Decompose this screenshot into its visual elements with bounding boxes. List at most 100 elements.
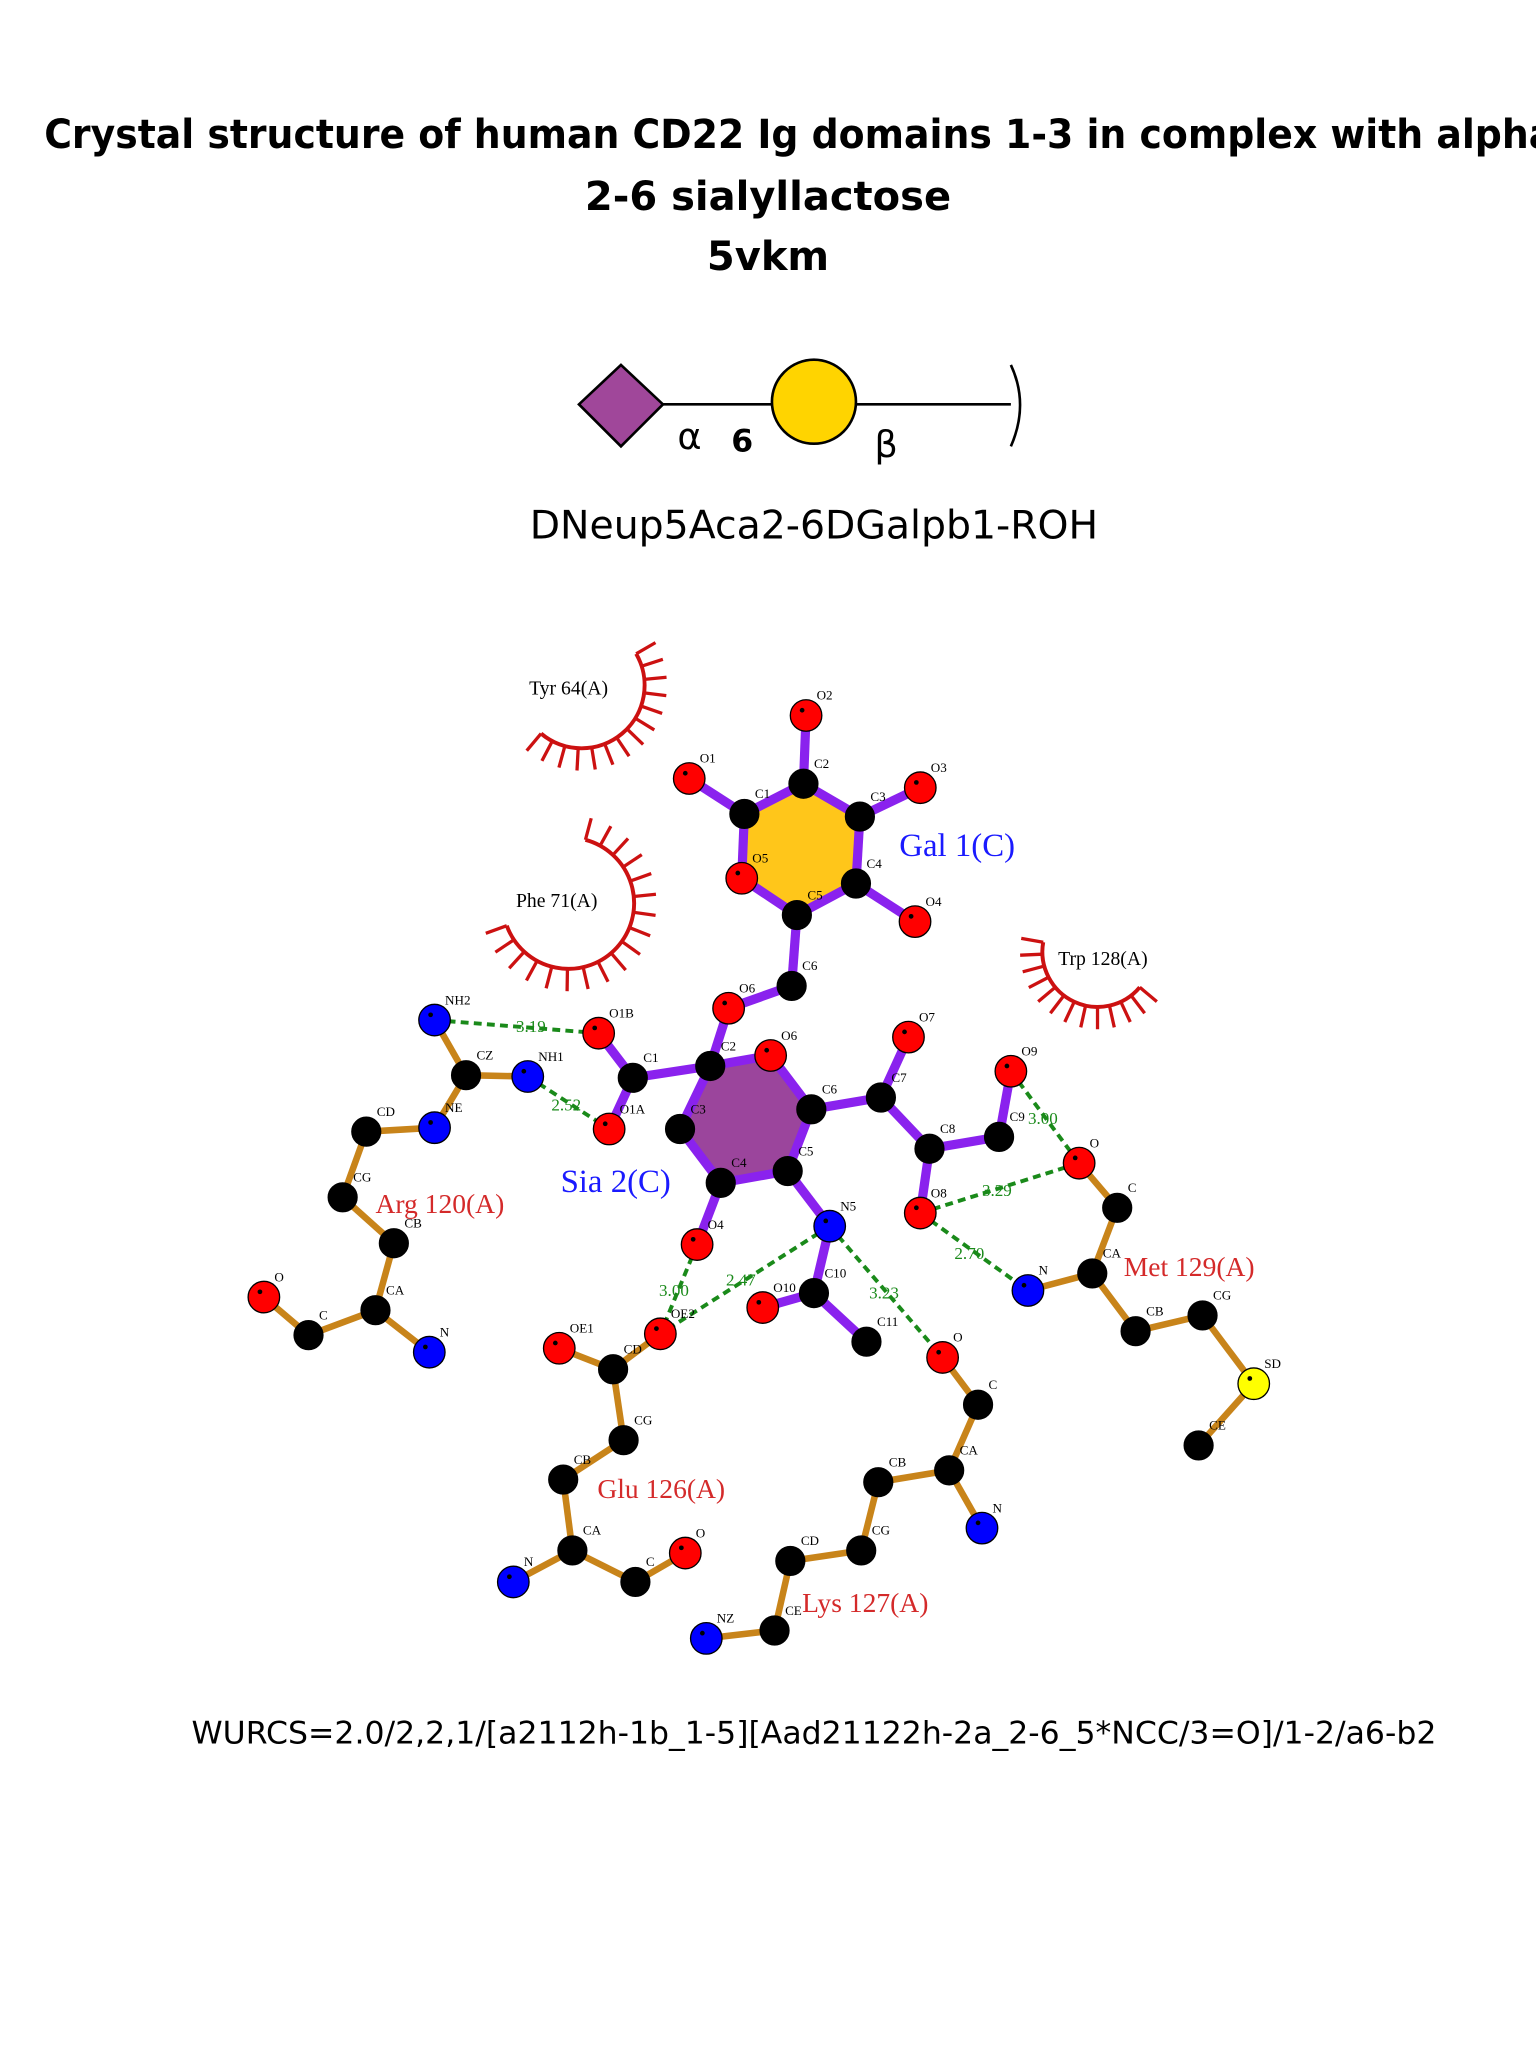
- atom-highlight: [913, 780, 919, 785]
- atom-label: O: [274, 1269, 283, 1284]
- atom-label: CD: [624, 1342, 642, 1357]
- atom-highlight: [606, 1361, 612, 1367]
- atom-highlight: [387, 1235, 393, 1241]
- atom-highlight: [1196, 1307, 1201, 1313]
- atom-highlight: [459, 1067, 465, 1073]
- atom-o6: [754, 1039, 788, 1072]
- atom-ce: [1183, 1430, 1214, 1461]
- atom-c6: [796, 1094, 827, 1125]
- atom-o10: [746, 1291, 780, 1324]
- atom-label: CG: [1213, 1288, 1232, 1303]
- atom-highlight: [359, 1124, 365, 1129]
- hydrogen-bond: [659, 1224, 831, 1336]
- atom-highlight: [1085, 1265, 1091, 1271]
- atom-label: C1: [643, 1050, 658, 1065]
- residue-label: Glu 126(A): [597, 1473, 725, 1504]
- sia-label: Sia 2(C): [561, 1164, 671, 1200]
- hydrophobic-label: Trp 128(A): [1058, 948, 1148, 970]
- atom-o8: [903, 1196, 937, 1230]
- atom-label: CA: [386, 1282, 405, 1297]
- atom-highlight: [971, 1397, 977, 1402]
- atom-highlight: [422, 1344, 428, 1350]
- atom-o1a: [592, 1112, 626, 1146]
- hydrophobic-contact-arc: [485, 817, 657, 992]
- atom-highlight: [849, 875, 855, 881]
- atom-label: CB: [404, 1215, 422, 1230]
- atom-nh1: [511, 1060, 545, 1093]
- atom-highlight: [1247, 1376, 1253, 1381]
- atom-label: CA: [960, 1443, 979, 1458]
- atom-label: O1B: [609, 1005, 634, 1020]
- atom-highlight: [556, 1471, 562, 1477]
- atom-label: CE: [785, 1603, 802, 1618]
- residue-label: Met 129(A): [1124, 1251, 1255, 1282]
- atom-highlight: [908, 913, 914, 919]
- atom-label: CD: [377, 1104, 395, 1119]
- sia-ring: [680, 1055, 812, 1183]
- atom-ca: [934, 1455, 965, 1486]
- atom-label: CE: [1209, 1418, 1226, 1433]
- atom-highlight: [860, 1334, 865, 1339]
- atom-label: CG: [634, 1412, 653, 1427]
- hydrogen-bond: [1009, 1070, 1081, 1165]
- iupac-name: DNeup5Aca2-6DGalpb1-ROH: [530, 502, 1098, 548]
- atom-label: O4: [926, 894, 942, 909]
- atom-label: C2: [721, 1038, 736, 1053]
- atom-highlight: [764, 1047, 770, 1053]
- atom-c: [962, 1389, 994, 1420]
- atom-label: NH2: [445, 992, 471, 1007]
- atom-highlight: [302, 1327, 307, 1333]
- atom-label: C9: [1010, 1109, 1026, 1124]
- atom-highlight: [428, 1120, 433, 1125]
- atom-label: O5: [752, 851, 768, 866]
- atom-label: O6: [781, 1028, 797, 1043]
- atom-label: N: [440, 1324, 450, 1339]
- atom-highlight: [629, 1574, 634, 1580]
- atom-highlight: [902, 1029, 907, 1035]
- atom-label: O4: [708, 1217, 724, 1232]
- atom-label: OE1: [570, 1321, 594, 1336]
- atom-label: CB: [574, 1452, 592, 1467]
- residue-label: Lys 127(A): [802, 1587, 928, 1618]
- atom-highlight: [807, 1285, 813, 1291]
- atom-cd: [775, 1545, 806, 1577]
- atom-label: O8: [931, 1185, 947, 1200]
- atom-c8: [914, 1133, 945, 1164]
- atom-highlight: [942, 1462, 948, 1468]
- atom-o1b: [582, 1016, 616, 1050]
- atom-highlight: [1129, 1323, 1135, 1329]
- atom-n: [965, 1511, 999, 1545]
- atom-cb: [1120, 1316, 1151, 1347]
- atom-c: [293, 1320, 324, 1351]
- atom-label: C10: [824, 1265, 846, 1280]
- atom-highlight: [874, 1089, 880, 1095]
- hydrogen-bond: [434, 1018, 599, 1036]
- atom-o6: [712, 991, 746, 1025]
- hbond-distance: 3.23: [869, 1283, 899, 1302]
- atom-cz: [450, 1060, 482, 1091]
- atom-c10: [798, 1278, 830, 1309]
- atom-label: NZ: [717, 1611, 734, 1626]
- atom-highlight: [799, 707, 805, 713]
- linkage-position: 6: [731, 424, 753, 460]
- atom-nz: [689, 1621, 723, 1655]
- atom-label: C8: [940, 1121, 956, 1136]
- atom-highlight: [790, 907, 796, 913]
- hbond-distance: 2.52: [551, 1096, 581, 1115]
- hydrogen-bond: [919, 1211, 1030, 1293]
- atom-highlight: [699, 1630, 705, 1636]
- atom-ne: [418, 1111, 451, 1145]
- atom-highlight: [871, 1474, 877, 1480]
- atom-cb: [548, 1464, 579, 1495]
- atom-highlight: [690, 1236, 696, 1242]
- atom-highlight: [768, 1622, 773, 1628]
- atom-label: NH1: [538, 1049, 564, 1064]
- title-line-3: 5vkm: [706, 234, 830, 280]
- atom-label: C6: [822, 1082, 838, 1097]
- atom-highlight: [1004, 1063, 1010, 1069]
- atom-highlight: [781, 1163, 787, 1169]
- atom-label: CZ: [477, 1047, 494, 1062]
- atom-label: C5: [798, 1143, 814, 1158]
- atom-label: O9: [1021, 1044, 1037, 1059]
- atom-ca: [360, 1295, 391, 1326]
